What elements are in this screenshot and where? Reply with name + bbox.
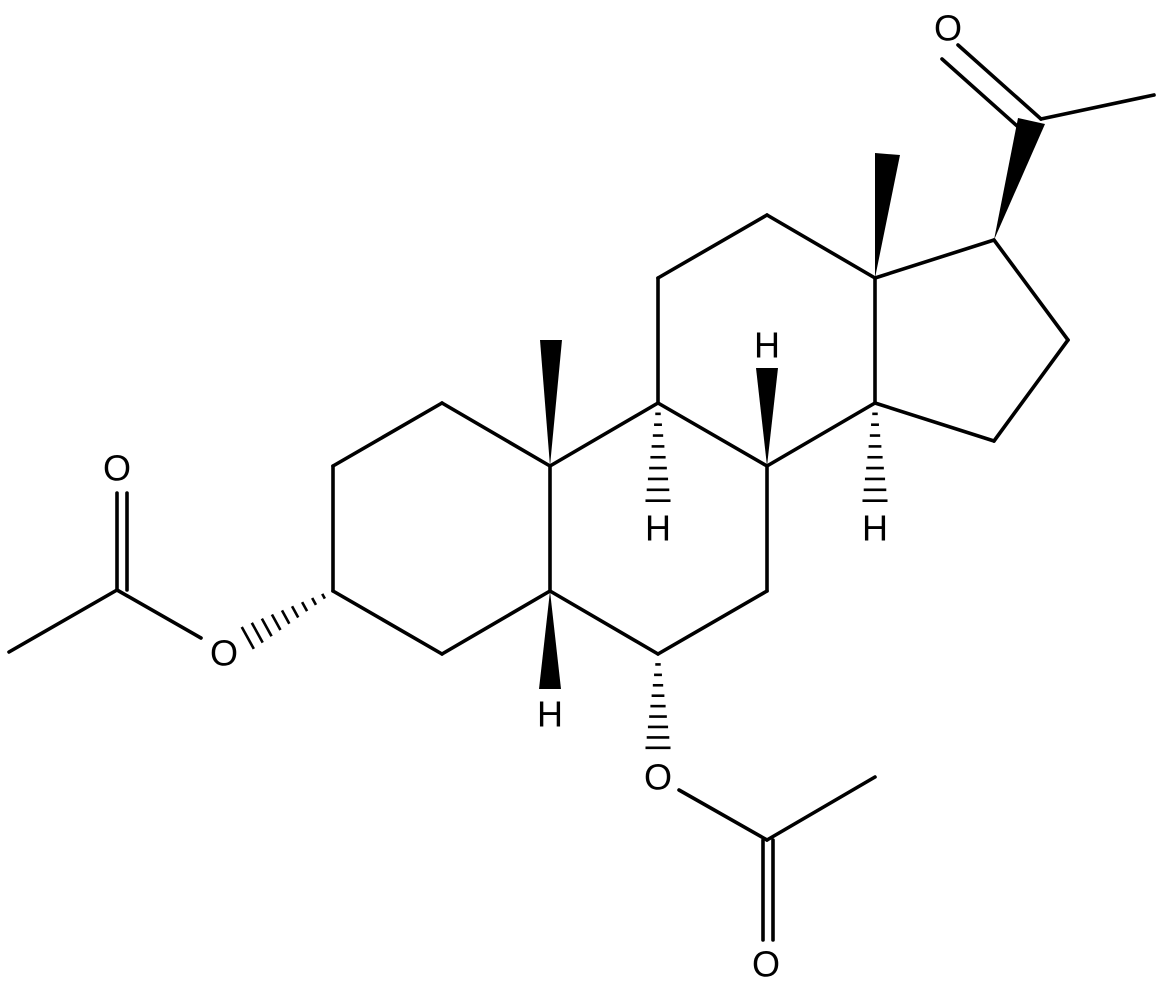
acetate-ester-oxygen-label: O <box>210 633 238 674</box>
hydrogen-label: H <box>862 508 888 549</box>
hash-stroke <box>300 601 309 612</box>
bond <box>992 338 1070 443</box>
bond <box>656 213 769 280</box>
bond <box>440 589 552 656</box>
atom-labels: O O O O O H H H H <box>103 8 962 985</box>
wedge-bond <box>539 591 561 689</box>
acetate-ester-oxygen-label: O <box>644 757 672 798</box>
bond <box>765 775 877 842</box>
hash-bond <box>862 412 888 502</box>
double-bonds <box>115 43 1043 942</box>
ketone-oxygen-label: O <box>934 8 962 49</box>
bond <box>873 238 996 280</box>
bond <box>940 57 1027 135</box>
bond <box>331 589 444 656</box>
hash-bonds <box>240 412 888 750</box>
acetate-carbonyl-oxygen-label: O <box>103 448 131 489</box>
bond <box>548 401 660 468</box>
hash-stroke <box>290 605 300 619</box>
hydrogen-label: H <box>537 694 563 735</box>
wedge-bond <box>756 368 778 466</box>
bond <box>992 238 1070 342</box>
bond <box>765 401 877 468</box>
wedge-bond <box>994 118 1045 240</box>
hash-stroke <box>250 622 264 644</box>
bond <box>677 788 769 842</box>
bond <box>765 213 877 280</box>
bond <box>7 588 119 654</box>
bond <box>873 401 996 443</box>
bond <box>440 401 552 468</box>
hash-bond <box>645 663 671 750</box>
bond <box>331 401 444 468</box>
bond <box>956 43 1043 121</box>
hash-stroke <box>260 618 273 637</box>
hash-bond <box>645 412 671 502</box>
wedge-bond <box>875 153 900 278</box>
bond <box>656 589 769 656</box>
hydrogen-label: H <box>754 325 780 366</box>
hash-stroke <box>240 626 255 650</box>
acetate-carbonyl-oxygen-label: O <box>752 944 780 985</box>
wedge-bonds <box>539 118 1045 689</box>
bond <box>548 589 660 656</box>
single-bonds <box>7 93 1156 842</box>
bond <box>115 588 203 640</box>
hydrogen-label: H <box>645 508 671 549</box>
wedge-bond <box>540 340 562 466</box>
bond <box>656 401 769 468</box>
hash-stroke <box>280 609 291 625</box>
hash-stroke <box>321 593 326 600</box>
hash-stroke <box>311 597 318 606</box>
hash-bond <box>240 593 326 650</box>
hash-stroke <box>270 613 282 631</box>
bond <box>1039 93 1156 121</box>
